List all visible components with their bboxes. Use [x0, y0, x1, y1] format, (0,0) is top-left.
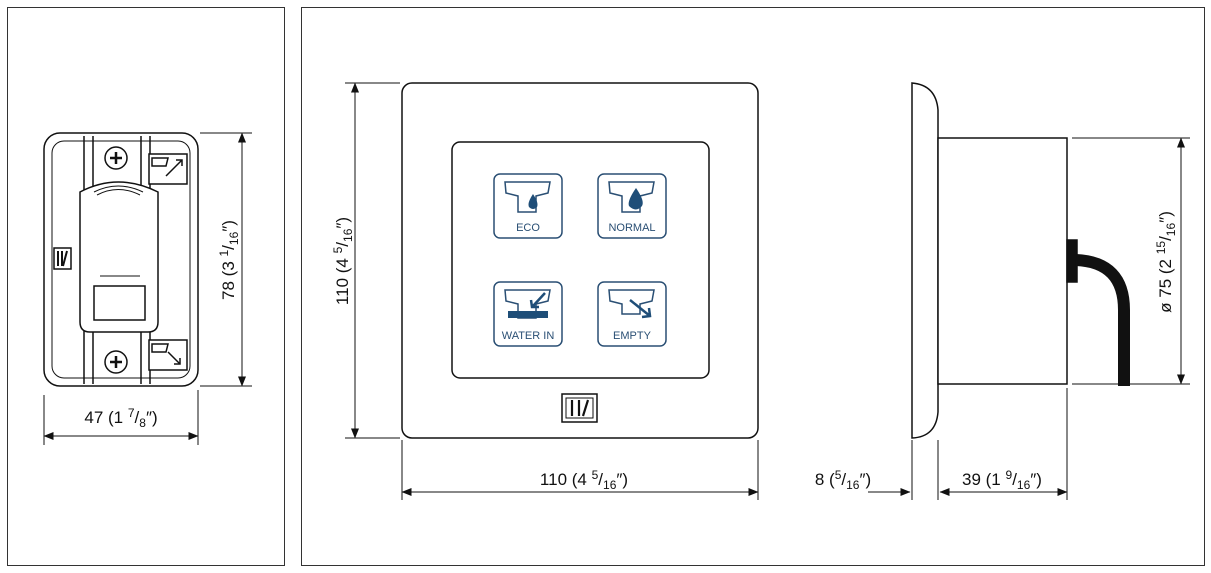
water-drop-icon	[528, 194, 538, 209]
cable-gland	[1066, 239, 1078, 283]
outflow-arrow-icon	[629, 299, 652, 319]
right-view-frame	[301, 7, 1205, 566]
toilet-icon	[608, 181, 655, 213]
housing-body	[937, 137, 1068, 385]
water-in-button[interactable]: WATER IN	[493, 281, 563, 347]
left-view-frame	[7, 7, 285, 566]
profile-view	[911, 82, 1130, 439]
empty-button-label: EMPTY	[613, 330, 652, 342]
side-dimension-lines	[43, 132, 252, 445]
outer-panel	[401, 82, 759, 439]
water-drop-icon	[628, 188, 643, 210]
switch-plate	[43, 132, 199, 387]
empty-button[interactable]: EMPTY	[597, 281, 667, 347]
front-height-label: 110 (4 5/16″)	[331, 217, 355, 305]
flush-symbol-icon	[148, 153, 188, 185]
diameter-label: ø 75 (2 15/16″)	[1154, 211, 1178, 313]
front-panel-view	[401, 82, 759, 439]
normal-button[interactable]: NORMAL	[597, 173, 667, 239]
touch-screen	[451, 141, 710, 379]
drain-symbol-icon	[148, 339, 188, 371]
inflow-arrow-icon	[529, 292, 546, 309]
toilet-icon	[504, 181, 551, 213]
screw-icon	[104, 146, 128, 170]
body-depth-label: 39 (1 9/16″)	[962, 468, 1042, 492]
brand-logo-icon	[561, 393, 598, 423]
front-width-label: 110 (4 5/16″)	[540, 468, 628, 492]
brand-logo-icon	[53, 247, 72, 270]
normal-button-label: NORMAL	[608, 222, 655, 234]
side-switch-view	[43, 132, 199, 387]
side-height-label: 78 (3 1/16″)	[217, 220, 241, 300]
toilet-icon	[608, 289, 655, 315]
switch-plate-inner	[51, 140, 191, 379]
water-in-button-label: WATER IN	[502, 330, 555, 342]
profile-dimension-lines	[868, 137, 1190, 500]
front-dimension-lines	[345, 82, 759, 500]
eco-button[interactable]: ECO	[493, 173, 563, 239]
eco-button-label: ECO	[516, 222, 540, 234]
switch-window	[93, 285, 146, 321]
screw-icon	[104, 350, 128, 374]
flange-depth-label: 8 (5/16″)	[815, 468, 871, 492]
side-width-label: 47 (1 7/8″)	[84, 406, 157, 430]
cable	[1075, 254, 1130, 386]
front-flange	[911, 82, 939, 439]
